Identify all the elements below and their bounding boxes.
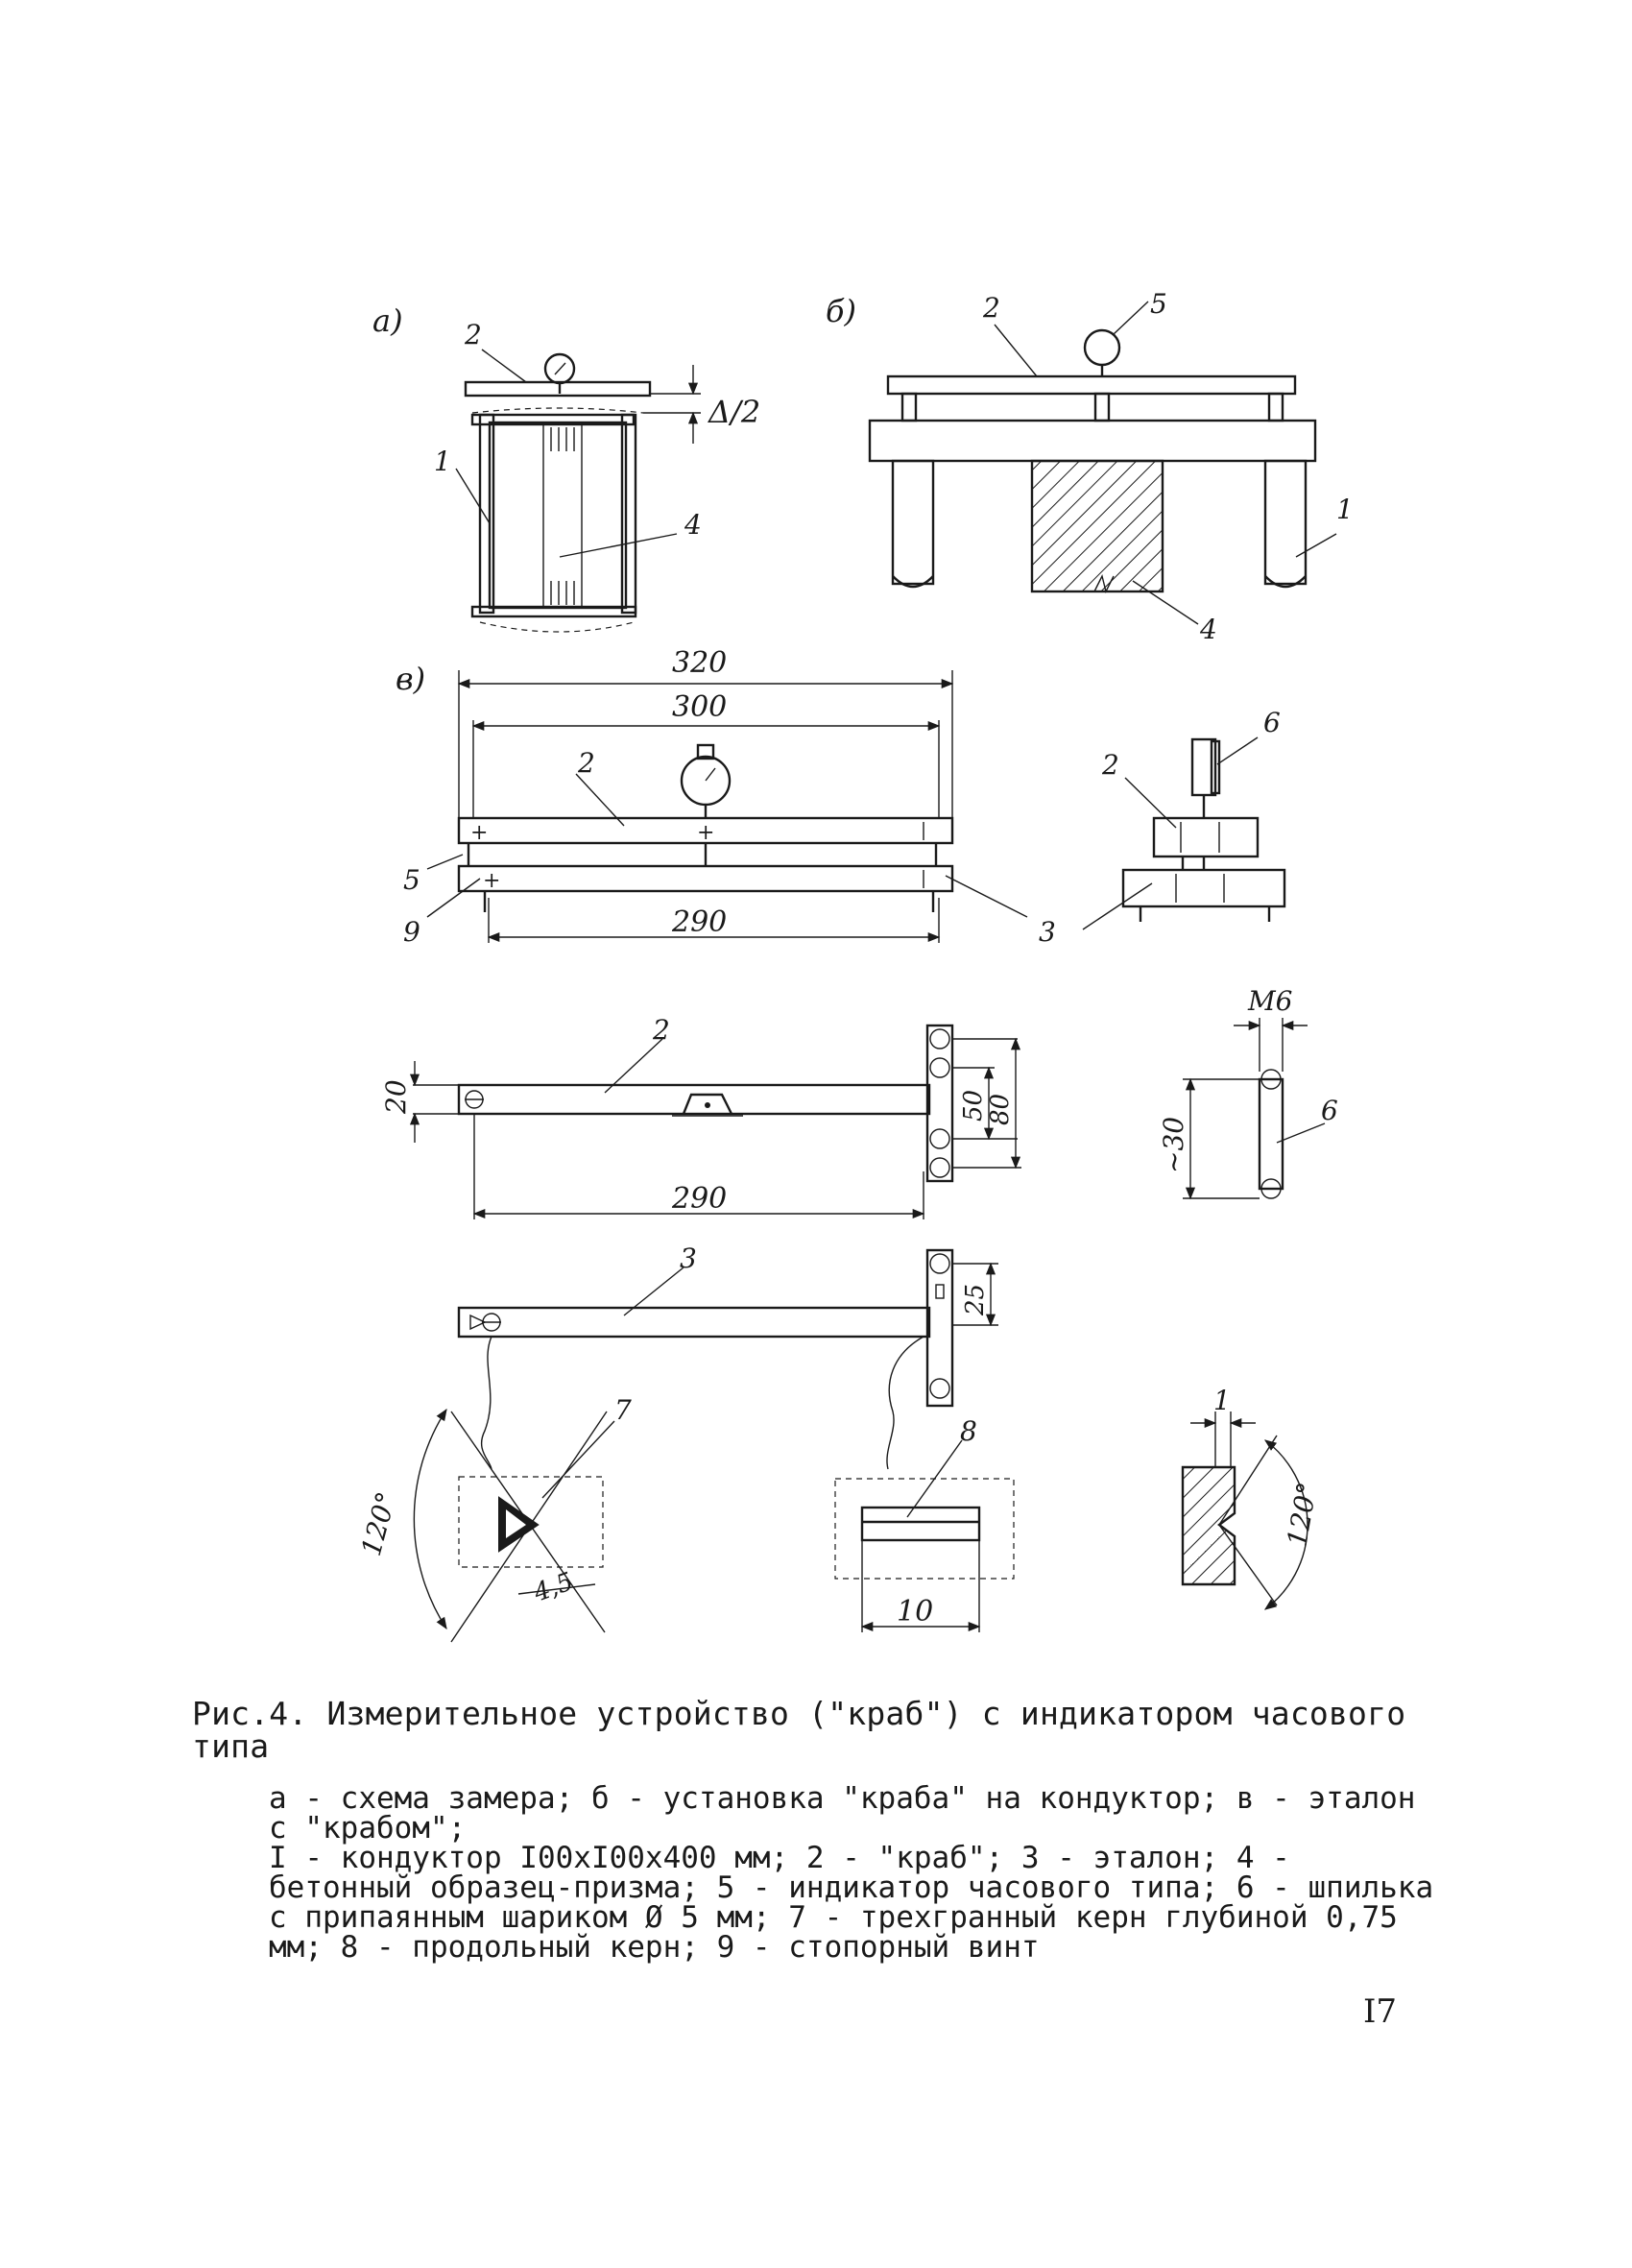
panel-a-measurement-scheme: а) Δ/2 2 xyxy=(372,302,760,633)
dim-20: 20 xyxy=(380,1079,412,1115)
callout-b-5: 5 xyxy=(1150,288,1167,320)
dim-320: 320 xyxy=(672,646,727,680)
callout-a-2: 2 xyxy=(464,319,482,350)
figure-caption: Рис.4. Измерительное устройство ("краб")… xyxy=(192,1698,1440,1963)
panel-a-label: а) xyxy=(372,302,403,339)
panel-b-crab-on-conductor: б) 2 5 1 4 xyxy=(826,288,1354,645)
part-6-stud: М6 ~30 6 xyxy=(1158,985,1338,1200)
detail-7-triangular-punch: 120° 4,5 7 xyxy=(355,1394,632,1643)
callout-c-6: 5 xyxy=(403,864,420,896)
detail-8-longitudinal-punch: 10 8 xyxy=(834,1415,1015,1632)
callout-c-5: 6 xyxy=(1263,707,1281,738)
callout-part-6: 6 xyxy=(1321,1095,1338,1126)
callout-c-2: 2 xyxy=(577,747,595,779)
dim-80: 80 xyxy=(986,1094,1015,1125)
callout-c-3: 3 xyxy=(1039,916,1056,948)
dim-300: 300 xyxy=(672,690,727,724)
detail-section-120: 1 120° xyxy=(1181,1385,1324,1610)
callout-part-2: 2 xyxy=(652,1014,670,1046)
panel-c-label: в) xyxy=(396,661,425,697)
caption-line-parts: I - кондуктор I00xI00x400 мм; 2 - "краб"… xyxy=(269,1841,1434,1965)
dim-120-left: 120° xyxy=(355,1488,402,1559)
svg-text:+: + xyxy=(470,821,488,845)
panel-b-label: б) xyxy=(826,293,856,329)
dim-290-part2: 290 xyxy=(671,1182,727,1216)
part-3-standard-plan: 25 3 xyxy=(457,1243,998,1470)
callout-detail-7: 7 xyxy=(614,1394,632,1426)
callout-part-3: 3 xyxy=(680,1243,697,1274)
callout-a-4: 4 xyxy=(684,509,702,541)
callout-detail-8: 8 xyxy=(960,1415,977,1447)
caption-legend: а - схема замера; б - установка "краба" … xyxy=(192,1784,1440,1963)
dim-1: 1 xyxy=(1213,1385,1231,1416)
svg-text:+: + xyxy=(697,821,714,845)
callout-b-2: 2 xyxy=(982,292,1000,324)
callout-b-4: 4 xyxy=(1199,614,1217,645)
dim-25: 25 xyxy=(961,1284,990,1316)
dim-10: 10 xyxy=(897,1595,933,1629)
dim-120-right: 120° xyxy=(1281,1480,1323,1549)
page-number: I7 xyxy=(1363,1992,1398,2031)
callout-c-9: 9 xyxy=(403,916,420,948)
dim-m6: М6 xyxy=(1247,985,1292,1017)
callout-a-1: 1 xyxy=(434,446,451,477)
technical-drawing: а) Δ/2 2 xyxy=(355,288,1354,1643)
dim-4-5: 4,5 xyxy=(529,1567,577,1608)
caption-title: Рис.4. Измерительное устройство ("краб")… xyxy=(192,1695,1406,1765)
dim-50: 50 xyxy=(959,1090,988,1122)
dim-30: ~30 xyxy=(1158,1117,1189,1173)
dim-delta-half: Δ/2 xyxy=(707,394,760,430)
panel-c-standard-with-crab: в) 320 300 + + + 290 xyxy=(396,646,1286,948)
svg-text:+: + xyxy=(483,869,500,893)
callout-b-1: 1 xyxy=(1336,494,1354,525)
caption-line-panels: а - схема замера; б - установка "краба" … xyxy=(269,1781,1416,1846)
dim-290-c: 290 xyxy=(671,905,727,939)
part-2-crab-plan: 20 50 80 290 2 xyxy=(380,1014,1021,1219)
callout-c-2-side: 2 xyxy=(1101,749,1119,781)
